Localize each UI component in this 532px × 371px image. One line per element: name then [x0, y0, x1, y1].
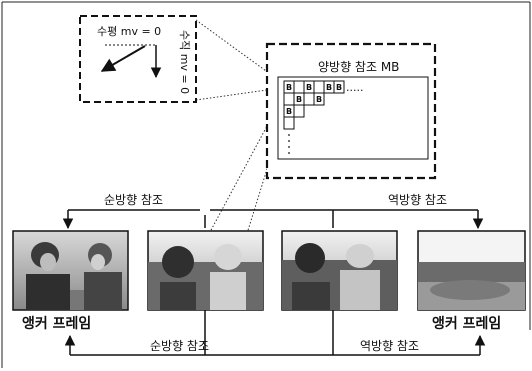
svg-text:B: B — [306, 83, 312, 92]
svg-text:B: B — [296, 95, 302, 104]
horizontal-mv-label: 수평 mv = 0 — [97, 25, 161, 38]
mb-grid — [283, 80, 345, 130]
svg-text:B: B — [316, 95, 322, 104]
backward-reference-bottom: 역방향 참조 — [360, 339, 419, 353]
forward-reference-bottom: 순방향 참조 — [150, 339, 209, 353]
anchor-frame-right-label: 앵커 프레임 — [432, 315, 501, 332]
mb-title: 양방향 참조 MB — [318, 60, 399, 74]
motion-vector-arrow — [100, 45, 146, 72]
svg-text:B: B — [286, 83, 292, 92]
mb-box: B B B B B B B ..... — [265, 42, 437, 180]
svg-text:B: B — [326, 83, 332, 92]
mb-cell-labels: B B B B B B B — [286, 83, 342, 116]
forward-reference-top: 순방향 참조 — [104, 193, 163, 207]
frame-b2 — [281, 230, 398, 311]
frame-anchor-right — [417, 230, 526, 311]
svg-text:B: B — [286, 107, 292, 116]
frame-anchor-left — [12, 230, 129, 311]
top-reference-lines — [62, 209, 484, 230]
anchor-frame-left-label: 앵커 프레임 — [22, 315, 91, 332]
mb-ellipsis: ..... — [346, 81, 363, 94]
bottom-reference-lines — [64, 310, 486, 356]
frame-b1 — [147, 230, 264, 311]
motion-vector-inset — [79, 15, 197, 103]
svg-text:B: B — [336, 83, 342, 92]
vertical-mv-label: 수직 mv = 0 — [178, 30, 191, 94]
backward-reference-top: 역방향 참조 — [388, 193, 447, 207]
